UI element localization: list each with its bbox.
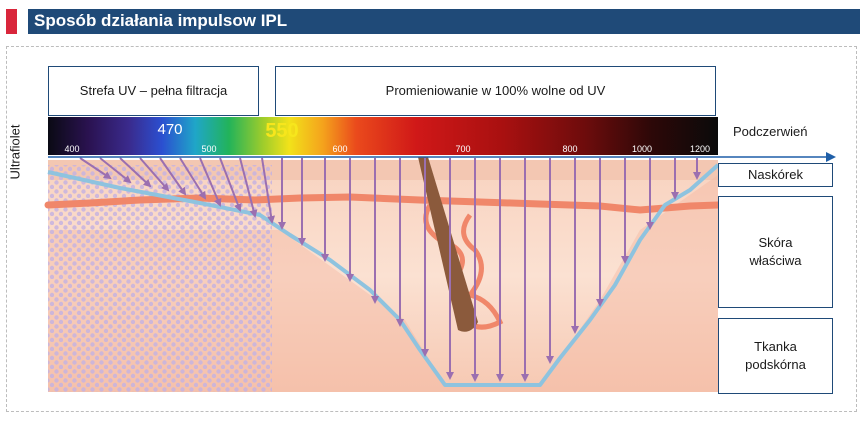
tick-label: 1200: [690, 144, 710, 154]
highlight-470: 470: [157, 121, 182, 138]
tick-label: 400: [64, 144, 79, 154]
title-accent: [6, 9, 17, 34]
blood-vessel: [44, 193, 722, 214]
tick-label: 700: [455, 144, 470, 154]
title-band: [28, 9, 860, 34]
hair-shaft: [418, 157, 478, 332]
uv-zone-label: Strefa UV – pełna filtracja: [48, 66, 259, 116]
infrared-label: Podczerwień: [733, 124, 808, 139]
epidermis-label: Naskórek: [718, 163, 833, 187]
diagram-frame: [6, 46, 857, 412]
uv-free-label: Promieniowanie w 100% wolne od UV: [275, 66, 716, 116]
title-bar: Sposób działania impulsow IPL: [0, 0, 862, 34]
tick-label: 800: [562, 144, 577, 154]
spectrum-bar: [48, 117, 718, 155]
light-arrows: [79, 157, 701, 382]
ultraviolet-label: Ultrafiolet: [7, 124, 23, 180]
tick-label: 600: [332, 144, 347, 154]
subcutis-label: Tkanka podskórna: [718, 318, 833, 394]
highlight-550: 550: [265, 120, 298, 142]
dermis-label: Skóra właściwa: [718, 196, 833, 308]
tick-label: 1000: [632, 144, 652, 154]
page-title: Sposób działania impulsow IPL: [34, 11, 288, 30]
tick-label: 500: [201, 144, 216, 154]
